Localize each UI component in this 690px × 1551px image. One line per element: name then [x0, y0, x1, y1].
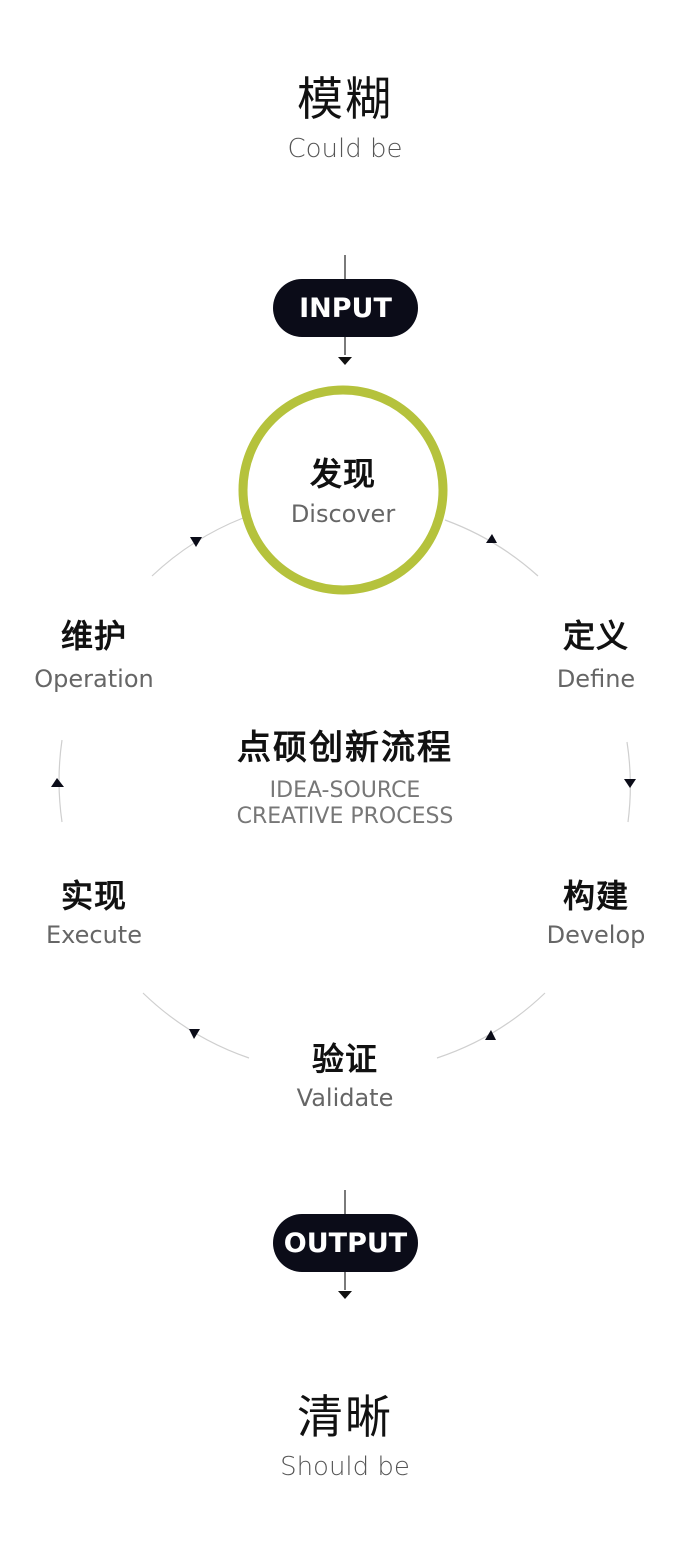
- discover-circle: [238, 385, 448, 595]
- arc-develop-validate: [436, 992, 546, 1059]
- arrow-to-define-icon: [486, 534, 497, 543]
- top-subtitle: Could be: [287, 134, 403, 164]
- validate-subtitle: Validate: [296, 1084, 394, 1112]
- top-title: 模糊: [297, 72, 393, 126]
- arrow-to-develop-icon: [624, 779, 636, 788]
- bottom-title: 清晰: [297, 1390, 393, 1444]
- arc-discover-define: [444, 519, 539, 577]
- validate-title: 验证: [311, 1040, 378, 1078]
- execute-subtitle: Execute: [46, 921, 142, 949]
- operation-subtitle: Operation: [34, 665, 154, 693]
- arrow-to-validate-icon: [485, 1030, 496, 1040]
- define-title: 定义: [562, 617, 629, 655]
- input-label: INPUT: [299, 292, 392, 324]
- arc-validate-execute: [142, 992, 250, 1059]
- discover-subtitle: Discover: [290, 500, 396, 528]
- output-arrow-icon: [338, 1291, 352, 1299]
- bottom-subtitle: Should be: [280, 1452, 410, 1482]
- execute-title: 实现: [60, 877, 127, 915]
- arc-operation-discover: [151, 517, 244, 577]
- define-subtitle: Define: [556, 665, 636, 693]
- arc-execute-operation: [58, 739, 63, 823]
- process-subtitle-line1: IDEA-SOURCE: [269, 778, 421, 803]
- operation-title: 维护: [60, 617, 127, 655]
- process-title: 点硕创新流程: [237, 728, 453, 768]
- output-pill: OUTPUT: [273, 1214, 418, 1272]
- develop-subtitle: Develop: [546, 921, 646, 949]
- arrow-to-discover-icon: [190, 537, 202, 547]
- input-pill: INPUT: [273, 279, 418, 337]
- process-subtitle-line2: CREATIVE PROCESS: [236, 804, 454, 829]
- input-arrow-icon: [338, 357, 352, 365]
- arrow-to-execute-icon: [189, 1029, 200, 1039]
- arrow-to-operation-icon: [51, 778, 64, 787]
- discover-title: 发现: [309, 455, 376, 493]
- output-label: OUTPUT: [283, 1227, 408, 1259]
- develop-title: 构建: [562, 877, 629, 915]
